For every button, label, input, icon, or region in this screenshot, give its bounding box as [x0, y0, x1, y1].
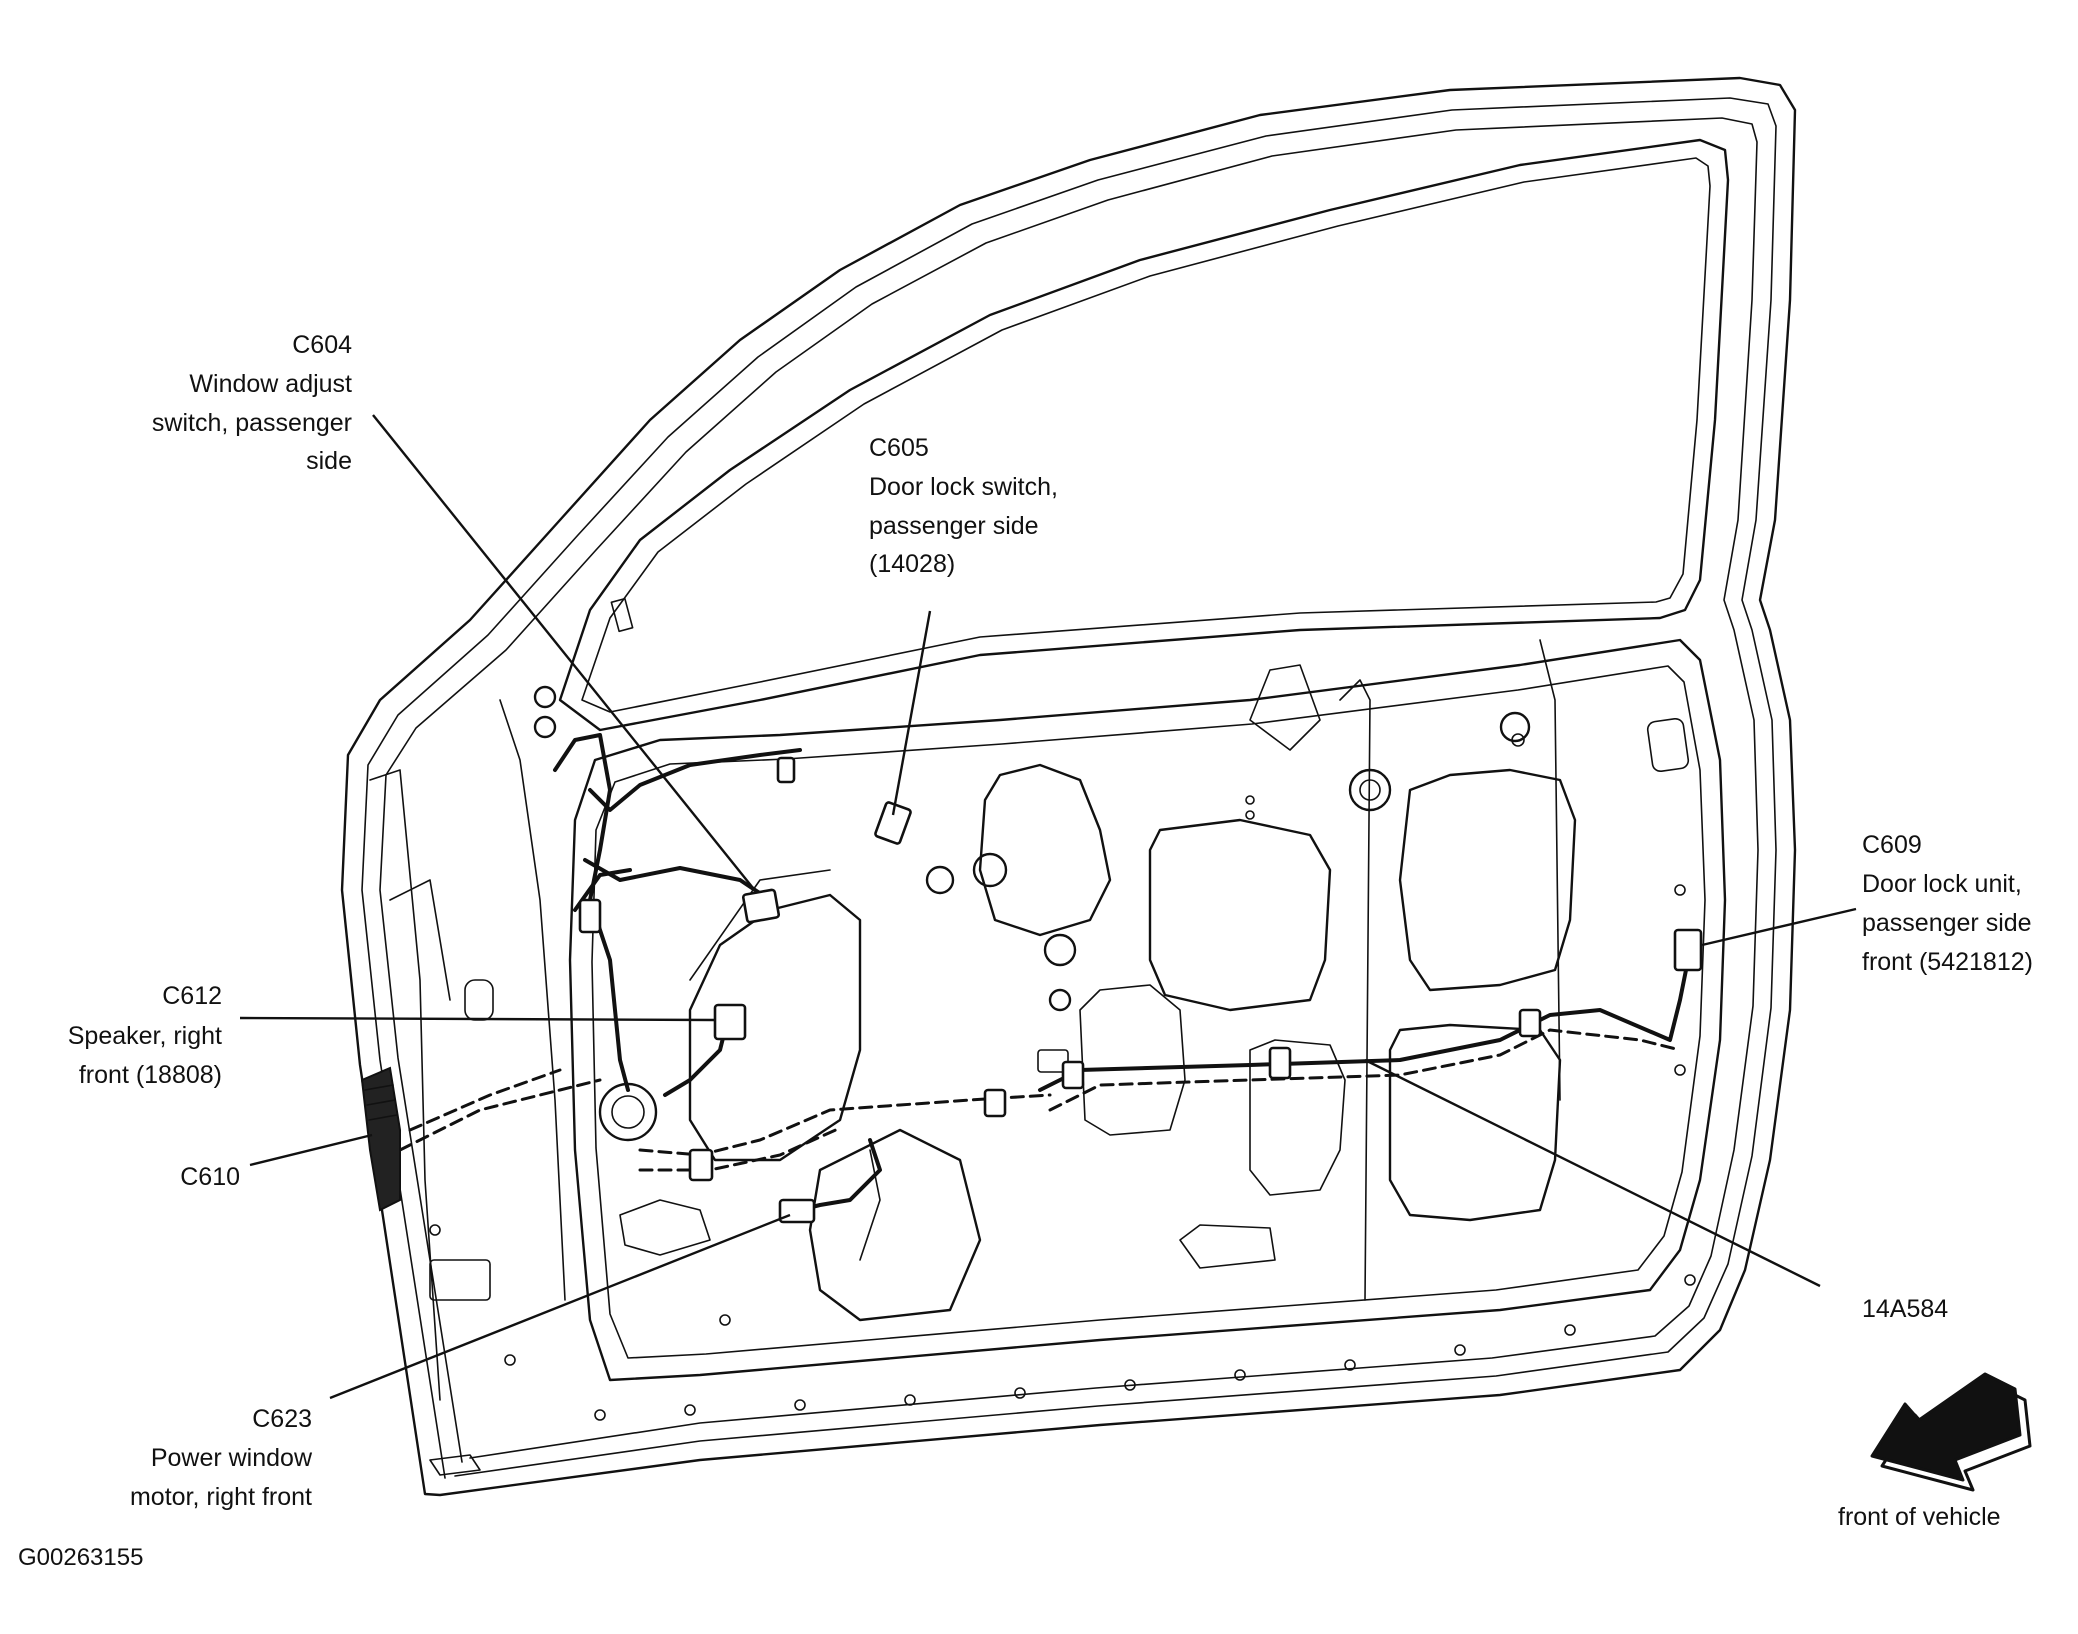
label-c609-desc-1: Door lock unit,	[1862, 870, 2022, 898]
label-c605-id: C605	[869, 434, 929, 462]
label-harness: 14A584	[1862, 1295, 1948, 1323]
direction-arrow-icon	[1870, 1372, 2032, 1492]
leader-lines	[239, 414, 1857, 1400]
label-c609-desc-2: passenger side	[1862, 909, 2032, 937]
label-c612-desc-2: front (18808)	[79, 1061, 222, 1089]
label-c612-desc-1: Speaker, right	[68, 1022, 222, 1050]
wiring-harness-14a584	[398, 733, 1690, 1212]
label-c623: C623 Power window motor, right front	[130, 1405, 313, 1511]
label-c605-desc-3: (14028)	[869, 550, 955, 578]
figure-code: G00263155	[18, 1544, 143, 1571]
label-c609-desc-3: front (5421812)	[1862, 948, 2033, 976]
label-c604-desc-2: switch, passenger	[152, 409, 352, 437]
label-c609-id: C609	[1862, 831, 1922, 859]
panel-cutouts	[429, 639, 1696, 1421]
c612-connector	[713, 1003, 747, 1041]
label-harness-id: 14A584	[1862, 1295, 1948, 1323]
label-c610: C610	[180, 1163, 240, 1191]
label-c623-desc-2: motor, right front	[130, 1483, 312, 1511]
label-c612-id: C612	[162, 982, 222, 1010]
label-c605-desc-1: Door lock switch,	[869, 473, 1058, 501]
label-c604-desc-1: Window adjust	[189, 370, 352, 398]
window-motor	[808, 1128, 982, 1322]
c609-connector	[1673, 928, 1703, 972]
label-c605-desc-2: passenger side	[869, 512, 1039, 540]
door-outline	[340, 76, 1797, 1497]
label-c604-desc-3: side	[306, 447, 352, 475]
c610-connector	[360, 1066, 401, 1212]
label-c612: C612 Speaker, right front (18808)	[68, 982, 222, 1089]
front-of-vehicle-label: front of vehicle	[1838, 1503, 2001, 1531]
label-c609: C609 Door lock unit, passenger side fron…	[1862, 831, 2033, 976]
c605-connector	[874, 801, 912, 845]
label-c604: C604 Window adjust switch, passenger sid…	[152, 331, 352, 475]
label-c610-id: C610	[180, 1163, 240, 1191]
c604-connector	[741, 888, 781, 924]
label-c604-id: C604	[292, 331, 352, 359]
c623-connector	[778, 1198, 816, 1224]
label-c605: C605 Door lock switch, passenger side (1…	[869, 434, 1058, 578]
label-c623-desc-1: Power window	[151, 1444, 313, 1472]
label-c623-id: C623	[252, 1405, 312, 1433]
